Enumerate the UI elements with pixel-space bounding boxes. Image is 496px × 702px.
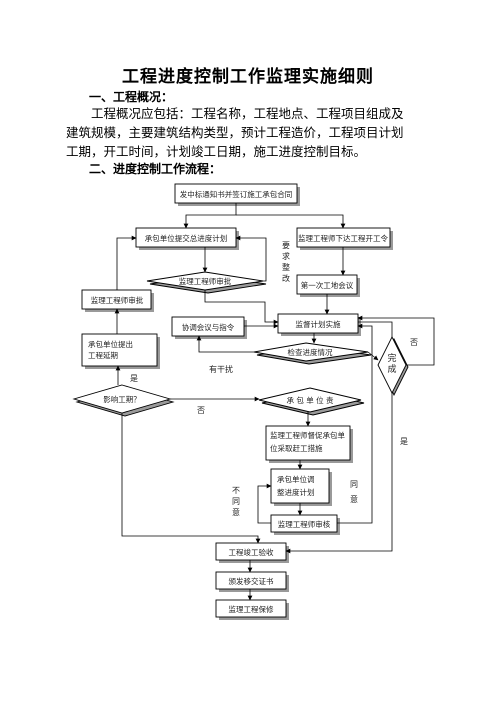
node-urge-rush (265, 425, 351, 461)
decision-approval-label: 监理工程师审批 (179, 276, 232, 286)
node-coordination-label: 协调会议与指令 (182, 322, 235, 332)
node-request-extension (81, 333, 158, 367)
node-request-extension-label: 承包单位提出工程延期 (88, 339, 133, 360)
label-disagree: 不同意 (232, 486, 240, 517)
section-heading-flow: 二、进度控制工作流程： (89, 162, 222, 176)
decision-contractor-responsibility-label: 承 包 单 位 责 (286, 395, 334, 405)
decision-check-progress (253, 342, 369, 362)
node-warranty-label: 监理工程保修 (229, 604, 274, 614)
label-no-schedule: 否 (197, 406, 205, 415)
label-no-complete: 否 (410, 338, 418, 347)
node-approval-extension-label: 监理工程师审批 (91, 295, 144, 305)
node-completion-acceptance-label: 工程竣工验收 (229, 547, 274, 557)
decision-check-progress-label: 检查进度情况 (288, 347, 333, 357)
flow-connectors (114, 203, 435, 601)
node-adjust-plan (270, 468, 330, 504)
node-coordination (171, 316, 245, 337)
node-award-contract-label: 发中标通知书并签订施工承包合同 (180, 189, 293, 199)
overview-line: 建筑规模，主要建筑结构类型，预计工程造价，工程项目计划 (66, 125, 404, 140)
node-start-order-label: 监理工程师下达工程开工令 (298, 233, 388, 243)
section-heading-overview: 一、工程概况： (89, 90, 174, 104)
node-urge-rush-label: 监理工程师督促承包单位采取赶工措施 (270, 430, 345, 453)
label-agree: 同意 (350, 480, 358, 504)
node-review (270, 514, 338, 533)
decision-affect-schedule-label: 影响工期？ (103, 394, 141, 404)
decision-contractor-responsibility (258, 387, 362, 413)
overview-paragraph: 工程概况应包括：工程名称，工程地点、工程项目组成及 建筑规模，主要建筑结构类型，… (66, 104, 436, 161)
node-submit-master-plan-label: 承包单位提交总进度计划 (145, 233, 228, 243)
decision-complete-label: 完成 (387, 352, 396, 375)
node-handover-certificate-label: 颁发移交证书 (229, 576, 274, 586)
label-yes-complete: 是 (400, 437, 408, 446)
node-review-label: 监理工程师审核 (278, 519, 331, 529)
overview-line: 工程概况应包括：工程名称，工程地点、工程项目组成及 (91, 106, 404, 121)
node-supervise-plan-label: 监督计划实施 (296, 319, 341, 329)
label-yes-extension: 是 (130, 374, 138, 383)
label-rectify: 要求整改 (282, 241, 290, 283)
document-title: 工程进度控制工作监理实施细则 (122, 67, 374, 87)
node-adjust-plan-label: 承包单位调整进度计划 (277, 474, 315, 497)
label-interference: 有干扰 (209, 364, 233, 374)
node-first-site-meeting-label: 第一次工地会议 (301, 280, 354, 290)
overview-line: 工期，开工时间，计划竣工日期，施工进度控制目标。 (66, 144, 367, 159)
